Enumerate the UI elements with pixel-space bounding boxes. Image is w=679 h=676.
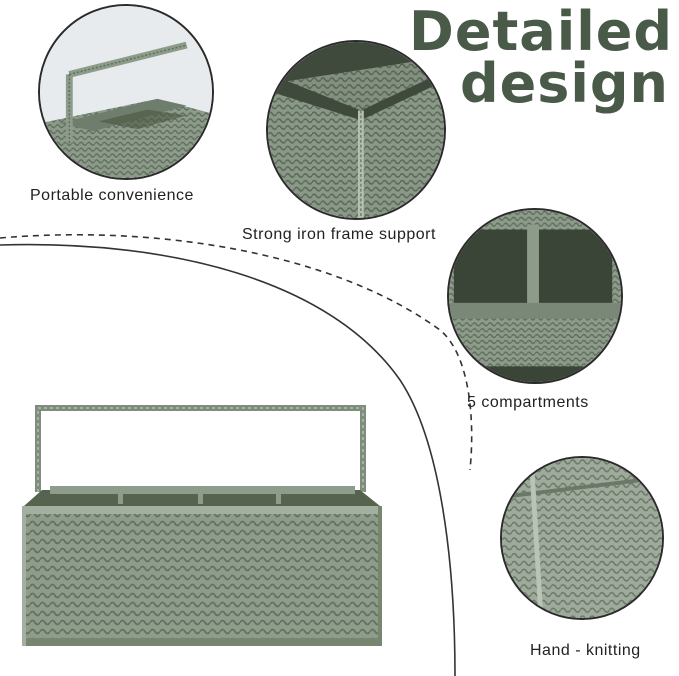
feature-image-knitting	[500, 456, 664, 620]
basket-product-image	[22, 405, 382, 646]
caption-knitting: Hand - knitting	[530, 642, 641, 659]
caption-portable: Portable convenience	[30, 187, 194, 204]
feature-image-compartments	[447, 208, 623, 384]
title-line-1: Detailed	[409, 0, 673, 63]
title-line-2: design	[459, 52, 669, 115]
feature-image-frame	[266, 40, 446, 220]
solid-arc	[0, 243, 456, 676]
caption-compartments: 5 compartments	[467, 394, 589, 411]
caption-frame: Strong iron frame support	[242, 226, 436, 243]
page-title: Detailed design	[409, 0, 673, 115]
feature-image-handle	[38, 4, 214, 180]
